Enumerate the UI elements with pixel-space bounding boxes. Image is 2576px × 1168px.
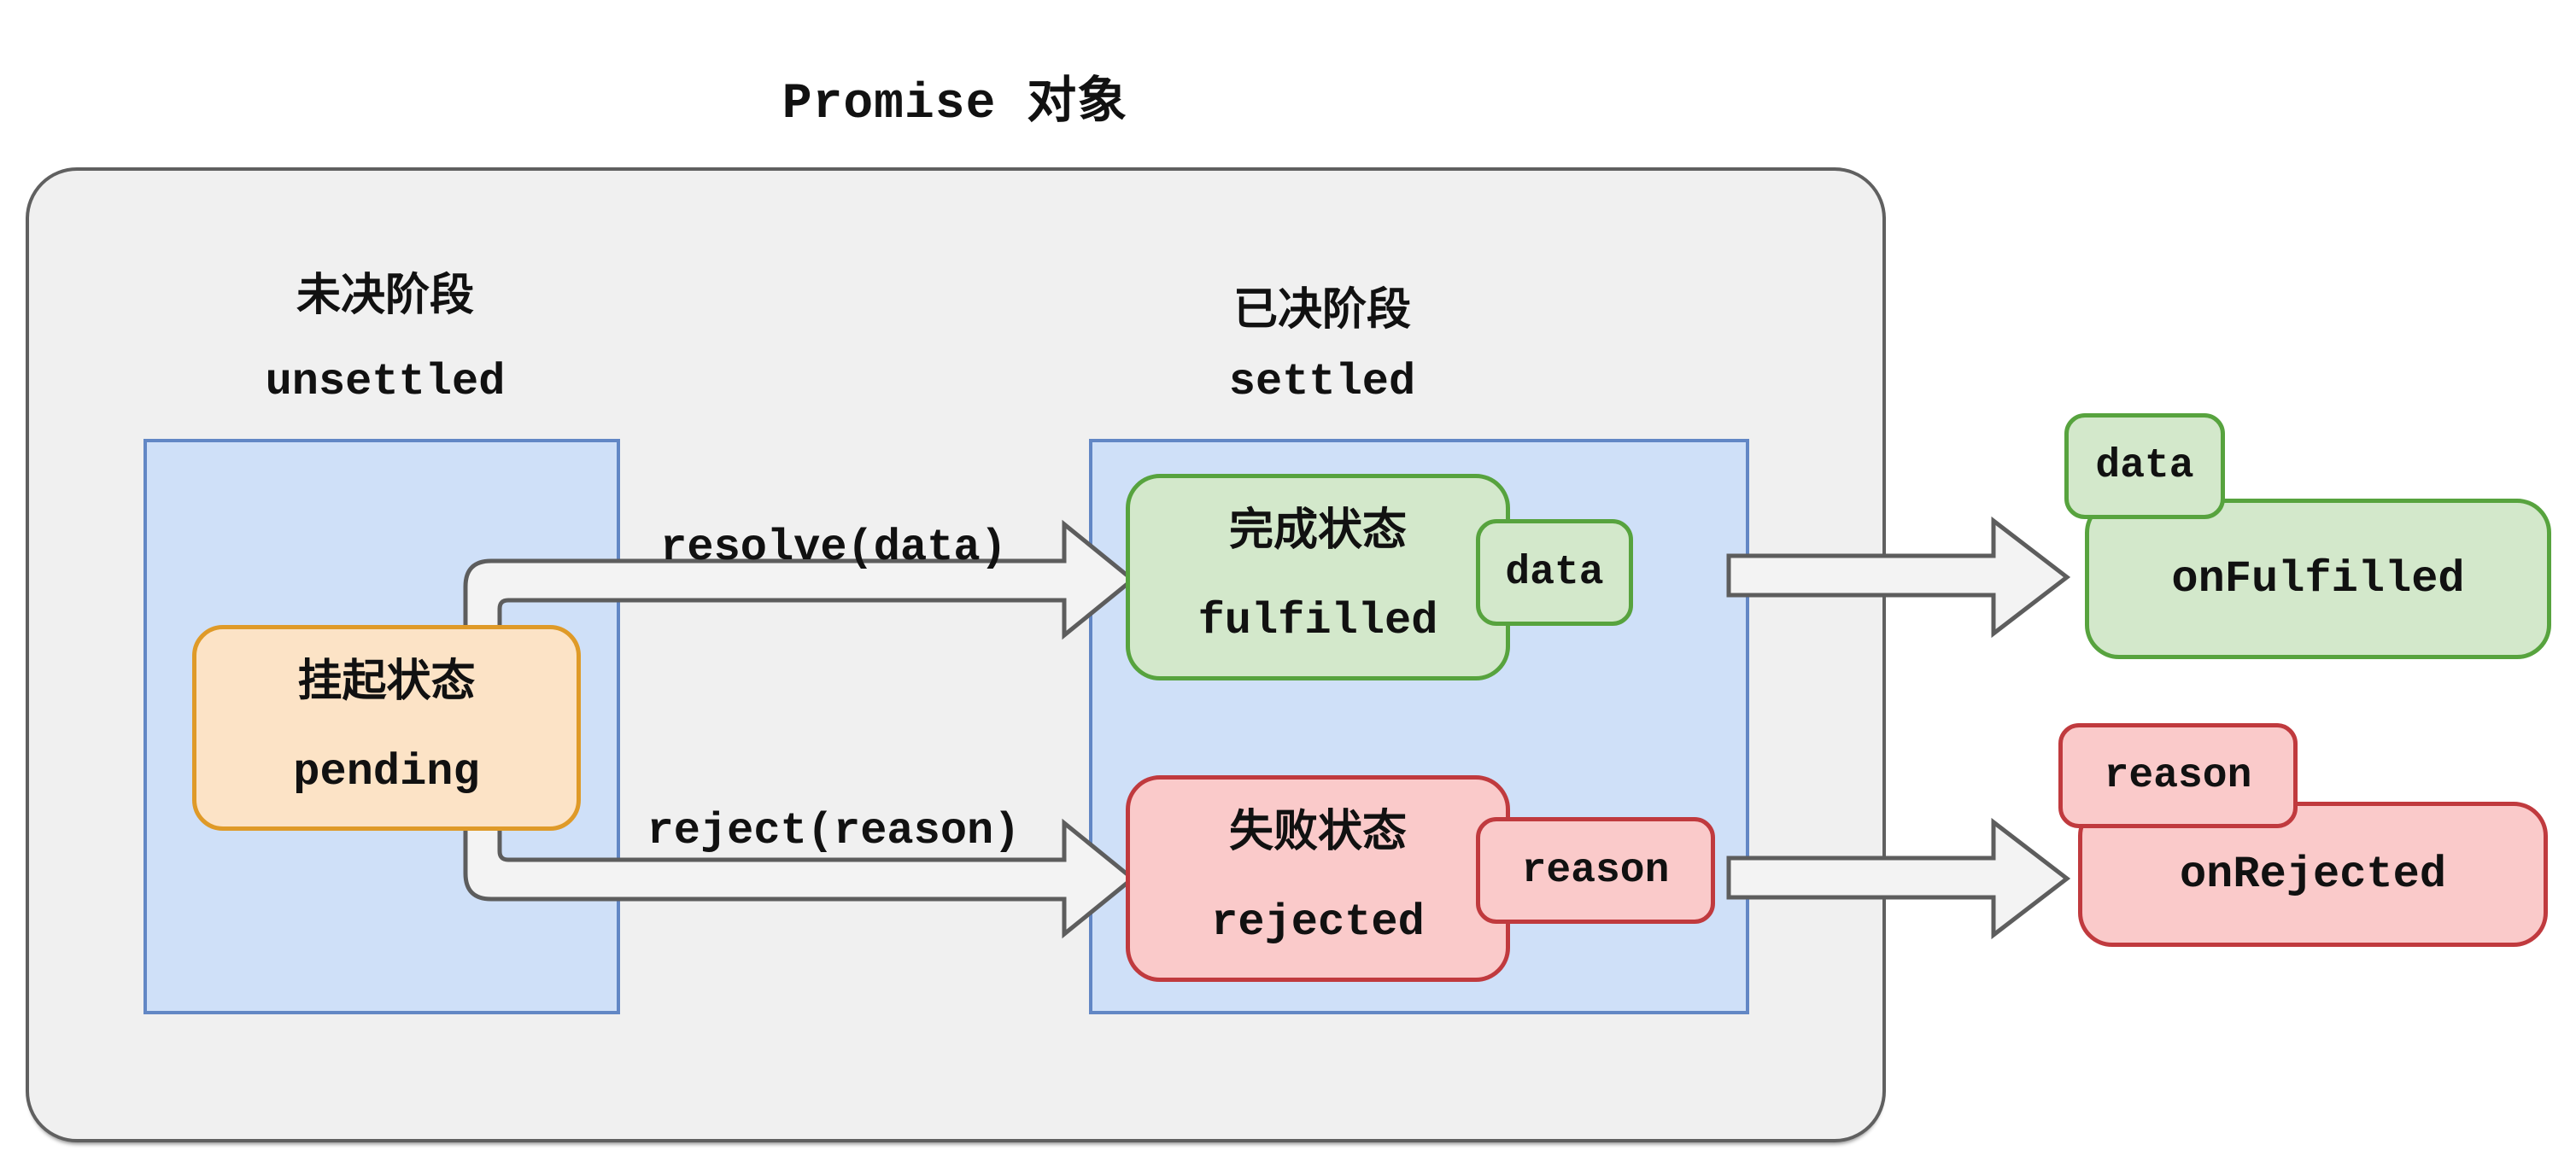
settled-stage-label-zh: 已决阶段 bbox=[1232, 288, 1411, 338]
diagram-title: Promise 对象 bbox=[782, 76, 1128, 132]
resolve-edge-label: resolve(data) bbox=[660, 522, 1007, 573]
onrejected-label: onRejected bbox=[2179, 849, 2447, 900]
fulfilled-state-box: 完成状态 fulfilled bbox=[1126, 474, 1510, 680]
rejected-label-en: rejected bbox=[1211, 897, 1425, 948]
onfulfilled-handler-box: onFulfilled bbox=[2085, 499, 2551, 659]
onfulfilled-label: onFulfilled bbox=[2171, 553, 2465, 604]
rejected-label-zh: 失败状态 bbox=[1228, 809, 1407, 860]
rejected-state-box: 失败状态 rejected bbox=[1126, 775, 1510, 982]
unsettled-stage-label-en: unsettled bbox=[265, 356, 506, 407]
fulfilled-label-en: fulfilled bbox=[1197, 596, 1438, 646]
settled-stage-label-en: settled bbox=[1228, 356, 1416, 407]
pending-state-box: 挂起状态 pending bbox=[192, 625, 581, 831]
unsettled-stage-label-zh: 未决阶段 bbox=[296, 273, 474, 324]
fulfilled-label-zh: 完成状态 bbox=[1228, 508, 1407, 558]
rejected-reason-tag: reason bbox=[1476, 817, 1715, 924]
reject-edge-label: reject(reason) bbox=[647, 805, 1021, 856]
pending-label-en: pending bbox=[293, 746, 480, 797]
fulfilled-data-tag: data bbox=[1476, 519, 1633, 626]
onfulfilled-data-tag: data bbox=[2064, 413, 2225, 519]
pending-label-zh: 挂起状态 bbox=[297, 658, 476, 710]
onrejected-reason-tag: reason bbox=[2058, 723, 2298, 828]
onrejected-handler-box: onRejected bbox=[2078, 802, 2548, 947]
